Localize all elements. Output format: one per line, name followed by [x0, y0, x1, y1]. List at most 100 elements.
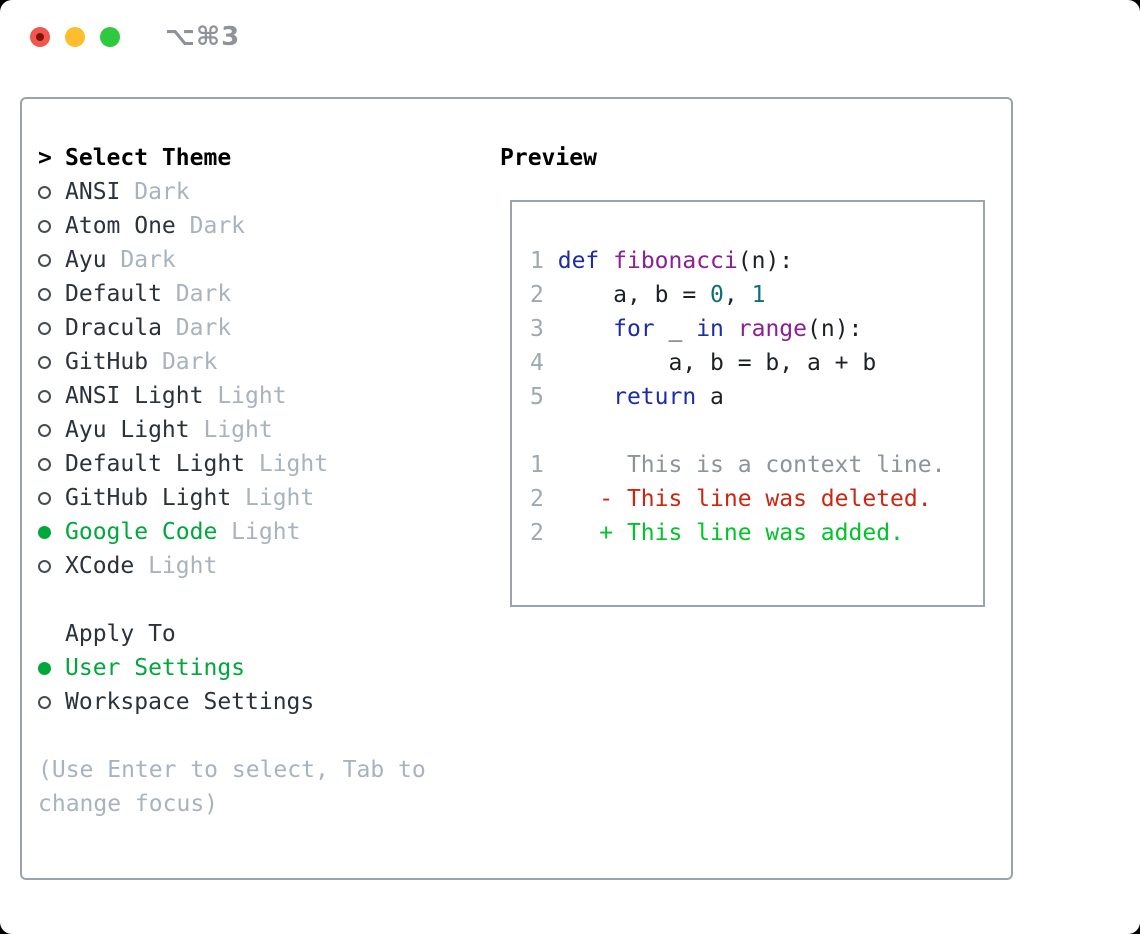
line-number: 5	[530, 384, 544, 410]
option-variant-label: Dark	[120, 179, 190, 205]
radio-circle	[38, 287, 51, 301]
option-label: Google Code	[65, 519, 218, 545]
radio-icon	[38, 287, 65, 301]
help-line: (Use Enter to select, Tab to	[38, 757, 426, 783]
code-segment-fn: fibonacci	[613, 248, 738, 274]
close-dot-icon	[36, 33, 44, 41]
option-label: User Settings	[65, 655, 246, 681]
code-line: 3 for _ in range(n):	[530, 312, 983, 346]
theme-option-ansi-light[interactable]: ANSI Light Light	[38, 379, 478, 413]
theme-option-default-light[interactable]: Default Light Light	[38, 447, 478, 481]
option-variant-label: Dark	[148, 349, 218, 375]
code-line: 1 This is a context line.	[530, 448, 983, 482]
radio-circle	[38, 389, 51, 403]
theme-option-atom-one[interactable]: Atom One Dark	[38, 209, 478, 243]
code-segment-pl	[544, 384, 613, 410]
line-number: 1	[530, 452, 544, 478]
radio-circle	[38, 525, 51, 539]
code-line: 1 def fibonacci(n):	[530, 244, 983, 278]
theme-option-ansi[interactable]: ANSI Dark	[38, 175, 478, 209]
code-segment-fn: range	[737, 316, 808, 342]
option-label: Atom One	[65, 213, 176, 239]
radio-circle	[38, 491, 51, 505]
code-segment-kw: in	[696, 316, 724, 342]
theme-option-github[interactable]: GitHub Dark	[38, 345, 478, 379]
code-line: 5 return a	[530, 380, 983, 414]
radio-circle	[38, 355, 51, 369]
radio-circle	[38, 185, 51, 199]
option-label: Ayu	[65, 247, 107, 273]
code-segment-add: + This line was added.	[599, 520, 904, 546]
minimize-button[interactable]	[65, 27, 85, 47]
select-theme-label: Select Theme	[65, 145, 232, 171]
line-number: 2	[530, 282, 544, 308]
code-segment-pl	[544, 520, 599, 546]
zoom-button[interactable]	[100, 27, 120, 47]
radio-circle	[38, 457, 51, 471]
code-line: 2 + This line was added.	[530, 516, 983, 550]
radio-circle	[38, 423, 51, 437]
radio-circle	[38, 253, 51, 267]
option-label: Default	[65, 281, 162, 307]
option-label: Default Light	[65, 451, 246, 477]
option-label: ANSI	[65, 179, 121, 205]
radio-icon	[38, 423, 65, 437]
code-segment-kw: return	[613, 384, 697, 410]
apply-option-user-settings[interactable]: User Settings	[38, 651, 478, 685]
option-variant-label: Light	[134, 553, 218, 579]
radio-icon	[38, 491, 65, 505]
option-variant-label: Light	[245, 451, 329, 477]
code-segment-ctx: This is a context line.	[543, 452, 946, 478]
code-segment-pl: (n):	[807, 316, 863, 342]
theme-option-dracula[interactable]: Dracula Dark	[38, 311, 478, 345]
preview-heading: Preview	[500, 145, 597, 171]
option-variant-label: Light	[203, 383, 287, 409]
code-segment-kw: for	[613, 316, 655, 342]
spacer	[38, 719, 478, 753]
radio-icon	[38, 457, 65, 471]
code-segment-pl	[544, 316, 613, 342]
code-line: 2 - This line was deleted.	[530, 482, 983, 516]
code-segment-pl	[544, 248, 558, 274]
radio-circle	[38, 695, 51, 709]
option-variant-label: Light	[217, 519, 301, 545]
option-variant-label: Light	[231, 485, 315, 511]
window-title: ⌥⌘3	[165, 22, 241, 52]
radio-selected-icon	[38, 661, 65, 675]
help-text: (Use Enter to select, Tab to change focus…	[38, 753, 478, 821]
apply-to-heading: Apply To	[38, 617, 478, 651]
option-variant-label: Dark	[161, 281, 232, 307]
radio-selected-icon	[38, 525, 65, 539]
code-segment-pl: a, b =	[543, 282, 711, 308]
apply-option-workspace-settings[interactable]: Workspace Settings	[38, 685, 478, 719]
titlebar: ⌥⌘3	[0, 0, 1140, 74]
radio-circle	[38, 219, 51, 233]
option-label: Workspace Settings	[65, 689, 315, 715]
code-segment-pl	[724, 316, 738, 342]
line-number: 2	[530, 520, 544, 546]
theme-option-ayu[interactable]: Ayu Dark	[38, 243, 478, 277]
line-number: 1	[530, 248, 544, 274]
radio-circle	[38, 321, 51, 335]
code-line: 4 a, b = b, a + b	[530, 346, 983, 380]
code-segment-nm: 1	[751, 282, 766, 308]
apply-to-label: Apply To	[65, 621, 176, 647]
theme-option-github-light[interactable]: GitHub Light Light	[38, 481, 478, 515]
theme-option-ayu-light[interactable]: Ayu Light Light	[38, 413, 478, 447]
close-button[interactable]	[30, 27, 50, 47]
radio-icon	[38, 253, 65, 267]
line-number: 2	[530, 486, 544, 512]
option-variant-label: Dark	[175, 213, 246, 239]
code-line: 2 a, b = 0, 1	[530, 278, 983, 312]
code-line	[530, 414, 983, 448]
help-line: change focus)	[38, 791, 219, 817]
theme-option-google-code[interactable]: Google Code Light	[38, 515, 478, 549]
theme-option-xcode[interactable]: XCode Light	[38, 549, 478, 583]
radio-icon	[38, 389, 65, 403]
option-variant-label: Dark	[161, 315, 232, 341]
theme-option-default[interactable]: Default Dark	[38, 277, 478, 311]
